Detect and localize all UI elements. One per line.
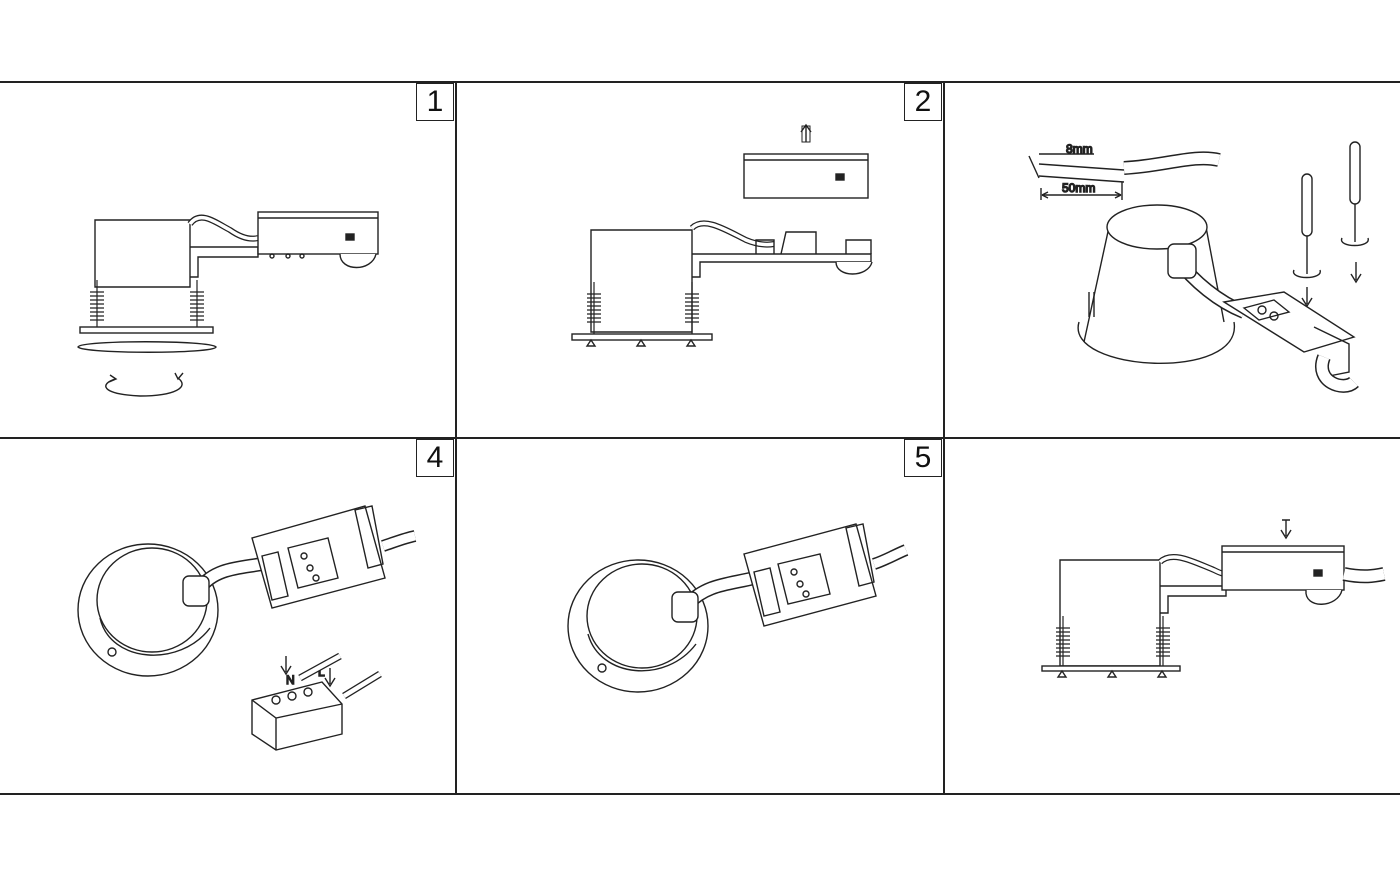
lift-arrow-icon — [800, 123, 812, 142]
down-arrow-icon-2 — [1350, 262, 1362, 284]
step-5-panel: 5 — [456, 438, 943, 793]
grid-middle-line — [0, 437, 1400, 439]
strip-length-label: 8mm — [1066, 142, 1093, 156]
down-arrow-icon — [1301, 287, 1313, 308]
sheath-length-label: 50mm — [1062, 181, 1095, 195]
step-1-badge: 1 — [416, 83, 454, 121]
insert-arrow-icon-2 — [324, 668, 336, 688]
terminal-label-neutral: N — [286, 673, 295, 687]
step-1-illustration — [77, 211, 379, 397]
terminal-label-live: L — [318, 665, 325, 679]
step-5-badge: 5 — [904, 439, 942, 477]
step-2-illustration — [571, 123, 873, 347]
step-6-panel — [944, 438, 1400, 793]
step-2-panel: 2 — [456, 82, 943, 437]
step-3-illustration: 8mm 50mm — [1028, 141, 1369, 393]
step-2-badge: 2 — [904, 83, 942, 121]
grid-top-line — [0, 81, 1400, 83]
step-1-panel: 1 — [0, 82, 455, 437]
step-5-illustration — [567, 523, 909, 693]
step-4-badge: 4 — [416, 439, 454, 477]
step-4-panel: 4 N L — [0, 438, 455, 793]
insert-arrow-icon — [280, 656, 292, 676]
step-6-illustration — [1041, 519, 1386, 678]
push-down-arrow-icon — [1280, 519, 1292, 540]
step-3-panel: 8mm 50mm — [944, 82, 1400, 437]
grid-vertical-line-2 — [943, 81, 945, 794]
grid-vertical-line-1 — [455, 81, 457, 794]
step-4-illustration: N L — [77, 505, 417, 751]
grid-bottom-line — [0, 793, 1400, 795]
